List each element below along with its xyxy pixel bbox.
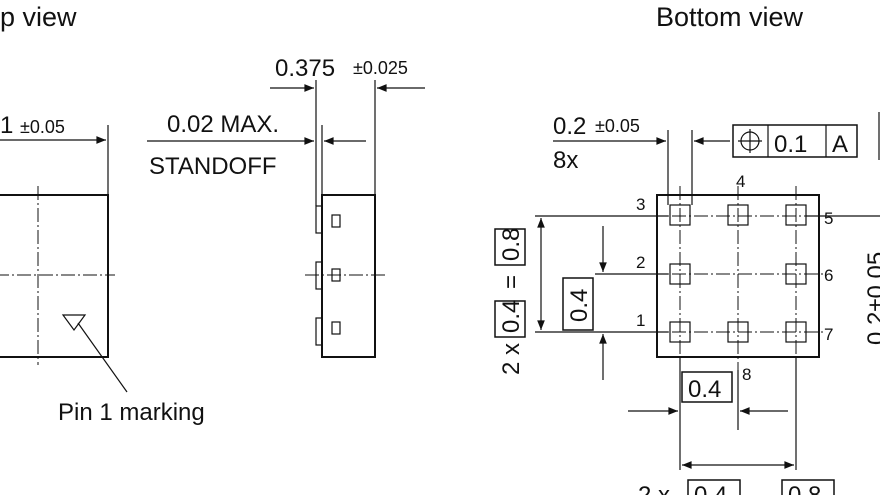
position-tolerance-frame: 0.1 A — [732, 112, 880, 160]
pitch-v-total-box — [494, 228, 526, 266]
bottom-pads — [669, 204, 807, 343]
pin1-leader — [77, 322, 128, 393]
pad-5 — [785, 204, 807, 226]
pin-label-4: 4 — [736, 172, 745, 191]
pad-4 — [727, 204, 749, 226]
pitch-inner-h-value: 0.4 — [688, 376, 721, 403]
pin1-label: Pin 1 marking — [58, 399, 205, 426]
top-view-title: p view — [0, 2, 77, 32]
right-dim-value: 0.2±0.05 — [863, 252, 880, 345]
bottom-value-box — [687, 479, 741, 495]
top-width-value: 1 — [0, 112, 13, 139]
bottom-view-title: Bottom view — [656, 2, 804, 32]
bottom-total-box — [781, 479, 835, 495]
pin-label-8: 8 — [742, 365, 751, 384]
pad-8 — [727, 321, 749, 343]
pin-label-1: 1 — [636, 311, 645, 330]
bottom-view: 3 4 5 2 6 1 7 8 0.2 ±0.05 8x 0.1 A — [494, 112, 880, 495]
top-width-tol: ±0.05 — [20, 117, 65, 137]
pad-6 — [785, 263, 807, 285]
pad-size-tol: ±0.05 — [595, 116, 640, 136]
pitch-v-prefix: 2 x — [498, 343, 525, 375]
bottom-total: 0.8 — [788, 482, 821, 495]
pitch-v-label: 2 x 0.4 = 0.8 — [494, 228, 526, 375]
top-view-body — [0, 194, 109, 358]
pitch-v-eq: = — [498, 275, 525, 289]
fcf-datum: A — [832, 131, 848, 158]
bottom-prefix: 2 x — [638, 482, 670, 495]
pin-label-3: 3 — [636, 195, 645, 214]
side-pad-top — [331, 214, 341, 228]
side-body — [321, 194, 376, 358]
pad-7 — [785, 321, 807, 343]
side-view: 0.375 ±0.025 0.02 MAX. STANDOFF — [147, 55, 425, 358]
fcf-tolerance: 0.1 — [774, 131, 807, 158]
pad-2 — [669, 263, 691, 285]
side-height-value: 0.375 — [275, 55, 335, 82]
bottom-value: 0.4 — [694, 482, 727, 495]
pitch-inner-v-value: 0.4 — [566, 289, 593, 322]
pin1-marker-icon — [61, 314, 87, 332]
pin-label-2: 2 — [636, 253, 645, 272]
pitch-inner-v-box — [562, 277, 594, 331]
side-lead-top — [315, 205, 323, 234]
top-view: 1 ±0.05 Pin 1 marking — [0, 112, 205, 426]
side-pad-bot — [331, 321, 341, 335]
pad-size-value: 0.2 — [553, 113, 586, 140]
pin-label-6: 6 — [824, 266, 833, 285]
pad-count: 8x — [553, 147, 578, 174]
pin-label-7: 7 — [824, 325, 833, 344]
pitch-v-value: 0.4 — [498, 300, 525, 333]
pad-1 — [669, 321, 691, 343]
pitch-inner-v-label: 0.4 — [562, 277, 594, 331]
pitch-v-total: 0.8 — [498, 228, 525, 261]
side-lead-bot — [315, 317, 323, 346]
side-height-tol: ±0.025 — [353, 58, 408, 78]
standoff-label: STANDOFF — [149, 153, 277, 180]
pitch-v-box — [494, 300, 526, 338]
pad-3 — [669, 204, 691, 226]
pin-label-5: 5 — [824, 209, 833, 228]
pitch-inner-h-box — [681, 371, 733, 403]
standoff-value: 0.02 MAX. — [167, 111, 279, 138]
right-dim-label: 0.2±0.05 — [863, 252, 880, 345]
